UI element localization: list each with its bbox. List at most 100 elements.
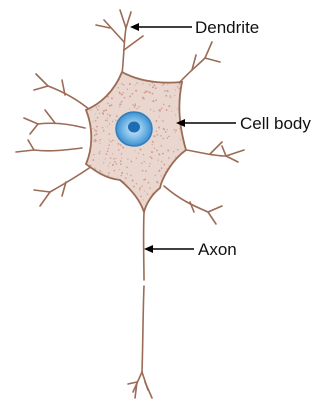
speckle (149, 92, 151, 94)
speckle (159, 116, 160, 117)
speckle (171, 111, 172, 112)
speckle (145, 170, 147, 172)
speckle (120, 163, 122, 165)
speckle (152, 86, 154, 88)
speckle (92, 159, 94, 161)
speckle (115, 120, 116, 121)
speckle (165, 95, 167, 97)
speckle (148, 91, 149, 92)
speckle (112, 153, 113, 154)
speckle (153, 111, 154, 112)
speckle (87, 161, 88, 162)
speckle (130, 175, 131, 176)
speckle (90, 127, 91, 128)
speckle (167, 137, 169, 139)
axon (128, 212, 152, 398)
speckle (165, 171, 167, 173)
speckle (123, 92, 124, 93)
speckle (107, 120, 108, 121)
label-axon: Axon (198, 240, 237, 259)
speckle (175, 129, 177, 131)
speckle (163, 129, 165, 131)
speckle (114, 161, 116, 163)
speckle (99, 141, 100, 142)
speckle (110, 141, 112, 143)
speckle (145, 90, 146, 91)
speckle (119, 169, 120, 170)
speckle (144, 92, 146, 94)
speckle (155, 99, 157, 101)
speckle (95, 120, 97, 122)
speckle (161, 145, 163, 147)
speckle (119, 104, 121, 106)
speckle (109, 123, 110, 124)
speckle (107, 118, 108, 119)
speckle (157, 134, 159, 136)
speckle (150, 109, 151, 110)
speckle (91, 110, 92, 111)
label-dendrite: Dendrite (195, 18, 259, 37)
speckle (177, 108, 178, 109)
speckle (116, 158, 117, 159)
speckle (107, 114, 108, 115)
speckle (164, 164, 166, 166)
speckle (105, 158, 106, 159)
speckle (158, 127, 160, 129)
speckle (152, 141, 154, 143)
speckle (170, 97, 171, 98)
speckle (135, 90, 137, 92)
speckle (175, 157, 176, 158)
speckle (168, 165, 169, 166)
speckle (95, 133, 96, 134)
speckle (167, 150, 169, 152)
speckle (173, 151, 174, 152)
speckle (108, 166, 109, 167)
speckle (99, 113, 100, 114)
speckle (179, 95, 180, 96)
speckle (95, 113, 96, 114)
speckle (156, 131, 157, 132)
speckle (163, 138, 165, 140)
speckle (129, 108, 130, 109)
speckle (108, 144, 110, 146)
speckle (152, 144, 153, 145)
speckle (135, 85, 136, 86)
speckle (114, 170, 116, 172)
speckle (121, 158, 122, 159)
speckle (179, 83, 181, 85)
speckle (107, 126, 108, 127)
speckle (132, 104, 134, 106)
speckle (154, 147, 155, 148)
speckle (112, 121, 113, 122)
speckle (135, 105, 137, 107)
speckle (118, 143, 120, 145)
speckle (125, 177, 127, 179)
speckle (127, 158, 128, 159)
speckle (111, 97, 113, 99)
speckle (109, 115, 111, 117)
speckle (108, 172, 110, 174)
speckle (136, 82, 138, 84)
speckle (149, 166, 150, 167)
speckle (161, 108, 163, 110)
speckle (112, 140, 113, 141)
speckle (107, 103, 108, 104)
speckle (116, 115, 118, 117)
speckle (163, 174, 165, 176)
speckle (122, 147, 124, 149)
speckle (113, 158, 115, 160)
speckle (138, 153, 139, 154)
speckle (143, 98, 145, 100)
speckle (158, 183, 159, 184)
speckle (168, 105, 170, 107)
speckle (158, 170, 160, 172)
speckle (123, 181, 124, 182)
speckle (141, 185, 143, 187)
speckle (161, 175, 162, 176)
speckle (138, 106, 139, 107)
speckle (175, 132, 176, 133)
speckle (163, 104, 165, 106)
speckle (154, 84, 156, 86)
speckle (158, 109, 160, 111)
